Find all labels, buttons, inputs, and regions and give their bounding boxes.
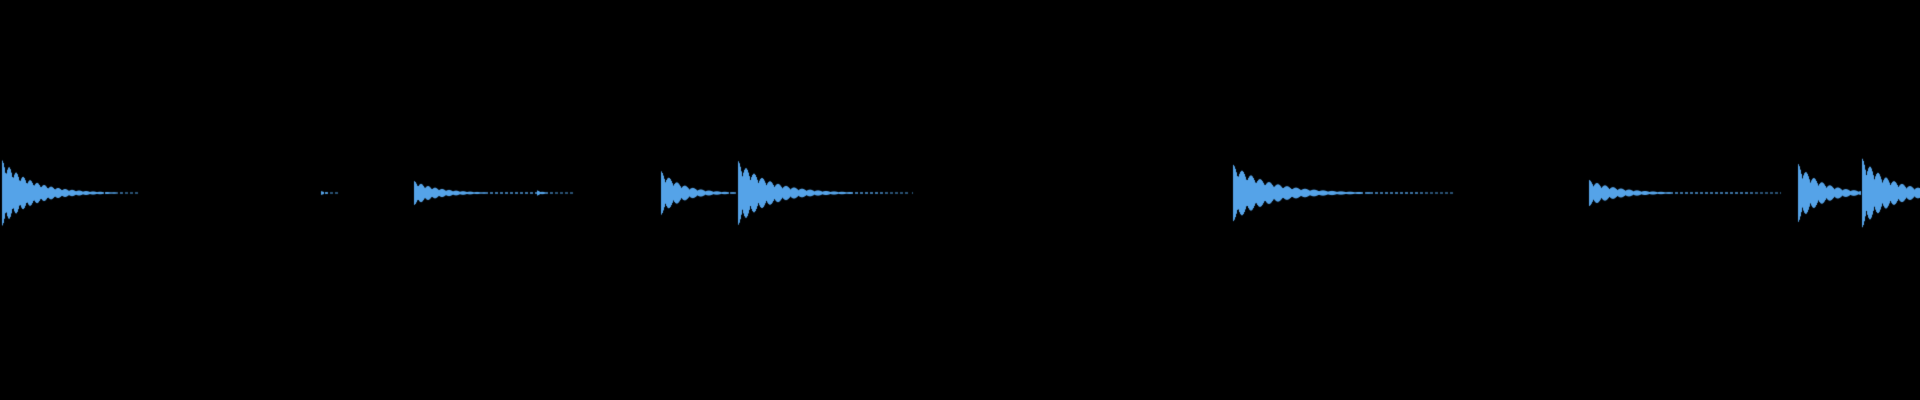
audio-waveform-view [0, 0, 1920, 400]
waveform-canvas[interactable] [0, 0, 1920, 400]
